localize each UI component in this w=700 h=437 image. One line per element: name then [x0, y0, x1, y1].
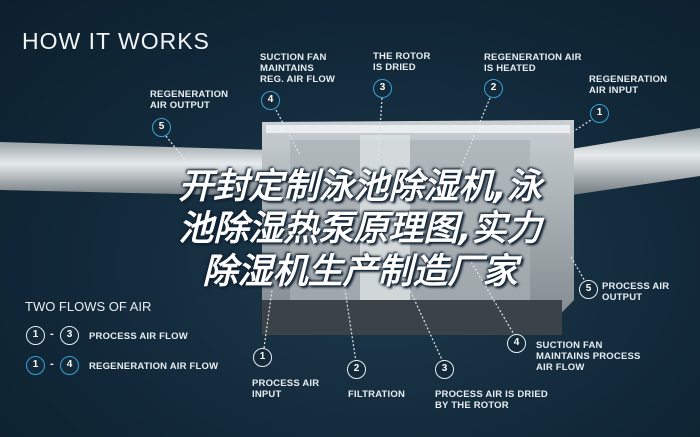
label-regen-input: REGENERATION AIR INPUT: [589, 74, 668, 96]
step-badge: 2: [347, 360, 366, 379]
legend-badge: 3: [60, 326, 79, 345]
label-process-air-output: PROCESS AIR OUTPUT: [602, 281, 670, 303]
legend-badge: 1: [26, 326, 45, 345]
step-badge: 1: [590, 104, 609, 123]
legend-separator: -: [50, 328, 54, 340]
legend-badge: 4: [60, 356, 79, 375]
step-badge: 4: [261, 91, 280, 110]
step-badge: 1: [253, 348, 272, 367]
label-rotor-dried: THE ROTOR IS DRIED: [373, 51, 431, 73]
legend-separator: -: [50, 358, 54, 370]
label-regeneration-air-output: REGENERATION AIR OUTPUT: [150, 89, 229, 111]
label-process-air-dried: PROCESS AIR IS DRIED BY THE ROTOR: [435, 389, 548, 411]
left-duct: [0, 142, 270, 196]
label-suction-fan-reg: SUCTION FAN MAINTAINS REG. AIR FLOW: [260, 52, 336, 85]
step-badge: 5: [152, 118, 171, 137]
step-badge: 4: [507, 334, 526, 353]
label-process-air-input: PROCESS AIR INPUT: [252, 378, 320, 400]
step-badge: 3: [373, 79, 392, 98]
step-badge: 2: [484, 79, 503, 98]
overlay-line-3: 除湿机生产制造厂家: [202, 252, 518, 292]
page-title: HOW IT WORKS: [22, 28, 210, 54]
step-badge: 5: [579, 280, 598, 299]
step-badge: 3: [435, 360, 454, 379]
label-suction-fan-process: SUCTION FAN MAINTAINS PROCESS AIR FLOW: [536, 340, 641, 373]
right-duct: [565, 128, 700, 196]
legend-regeneration-air-flow: REGENERATION AIR FLOW: [89, 361, 219, 372]
overlay-line-2: 池除湿热泵原理图,实力: [178, 209, 542, 249]
legend-badge: 1: [26, 356, 45, 375]
label-filtration: FILTRATION: [348, 389, 406, 400]
label-regen-heated: REGENERATION AIR IS HEATED: [484, 52, 582, 74]
legend-process-air-flow: PROCESS AIR FLOW: [89, 331, 188, 342]
legend-title: TWO FLOWS OF AIR: [25, 299, 152, 314]
overlay-line-1: 开封定制泳池除湿机,泳: [178, 167, 542, 207]
